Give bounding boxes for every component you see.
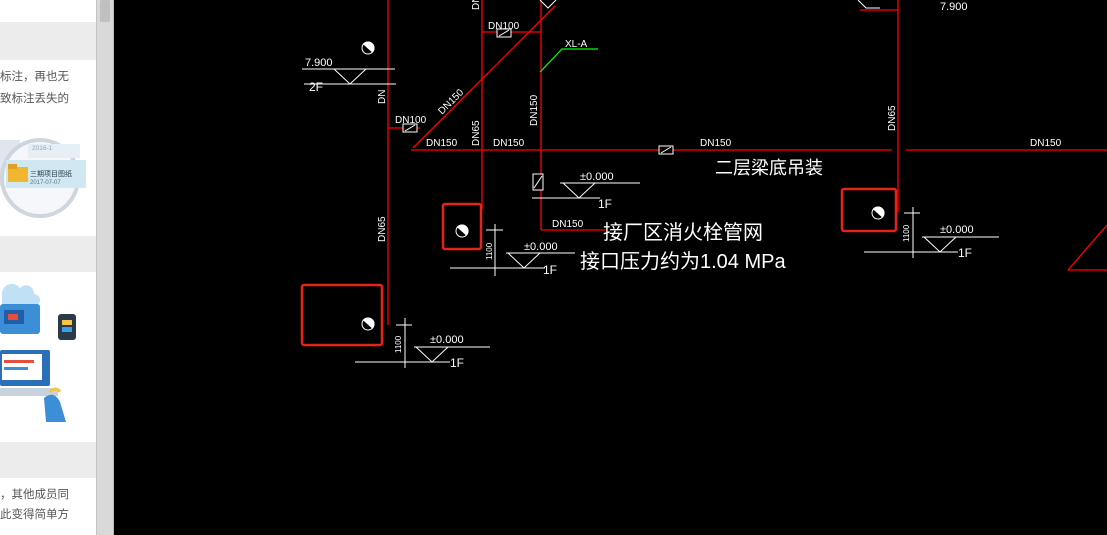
floor-label-1f-upper: 1F [598,197,612,211]
highlight-box-hydrant-a [441,202,483,251]
cloud-devices-illustration [0,284,76,422]
height-label-a: 1100 [485,242,494,260]
elevation-2f-value: 7.900 [305,57,333,69]
pipe-label-dn65-right: DN65 [887,105,898,131]
elevation-marks [302,68,999,368]
pipe-label-dn100-mid: DN100 [395,115,427,126]
article-card-top [0,0,96,22]
pipe-network [387,0,1107,325]
pipe-label-dn-top: DN [471,0,482,10]
article-text-line: 标注，再也无 [0,69,69,83]
article-card-1[interactable]: 标注，再也无 致标注丢失的 2016-1 三期项目图纸 2017-07-07 [0,60,96,236]
thumbnail-date: 2016-1 [32,145,53,152]
elevation-zero-upper: ±0.000 [580,171,614,183]
pressure-note: 接口压力约为1.04 MPa [580,250,786,273]
thumbnail-title: 三期项目图纸 [30,169,72,178]
hydrant-icon [361,41,375,55]
panel-scrollbar[interactable] [96,0,114,535]
pipe-label-dn65-vertical: DN65 [471,120,482,146]
article-text-line: 致标注丢失的 [0,91,69,105]
pipe-label-dn150-vertical: DN150 [529,94,540,126]
elevation-zero-b: ±0.000 [430,334,464,346]
article-card-3[interactable]: ，其他成员同 此变得简单方 [0,478,96,535]
magnified-thumbnail: 2016-1 三期项目图纸 2017-07-07 [0,138,86,218]
hydrant-icon [361,317,375,331]
drawing-annotations: 7.900 2F 7.900 XL-A DN100 DN100 DN150 DN… [305,0,1062,370]
article-text-line: ，其他成员同 [0,487,69,501]
article-card-2[interactable] [0,272,96,442]
pipe-fittings [402,0,880,191]
height-label-b: 1100 [394,335,403,353]
elevation-zero-c: ±0.000 [940,224,974,236]
xl-a-leader [539,48,598,73]
floor-label-2f: 2F [309,80,323,94]
highlight-box-hydrant-c [840,187,898,233]
hydrant-network-note: 接厂区消火栓管网 [603,221,763,244]
article-text-line: 此变得简单方 [0,507,69,521]
pipe-label-dn150-far: DN150 [1030,138,1062,149]
floor-label-1f-a: 1F [543,263,557,277]
highlight-boxes [300,187,898,347]
pipe-label-dn150-b: DN150 [493,138,525,149]
riser-label-xl-a: XL-A [565,39,588,50]
hydrant-symbols [361,41,885,331]
pipe-label-dn65-left: DN65 [377,216,388,242]
highlight-box-hydrant-b [300,283,384,347]
thumbnail-date: 2017-07-07 [30,180,61,186]
pipe-label-dn100-top: DN100 [488,21,520,32]
pipe-label-dn150-a: DN150 [426,138,458,149]
floor-label-1f-b: 1F [450,356,464,370]
pipe-label-dn150-c: DN150 [700,138,732,149]
floor-label-1f-c: 1F [958,246,972,260]
elevation-zero-a: ±0.000 [524,241,558,253]
scrollbar-thumb[interactable] [100,0,110,22]
pipe-label-dn150-diagonal: DN150 [436,87,466,117]
elevation-top-right-value: 7.900 [940,1,968,13]
left-article-panel: 标注，再也无 致标注丢失的 2016-1 三期项目图纸 2017-07-07 [0,0,96,535]
cad-drawing-canvas[interactable]: 7.900 2F 7.900 XL-A DN100 DN100 DN150 DN… [114,0,1107,535]
hydrant-icon [455,224,469,238]
cloud-icon [2,284,40,306]
beam-installation-note: 二层梁底吊装 [715,158,823,178]
height-label-c: 1100 [902,224,911,242]
hydrant-icon [871,206,885,220]
pipe-label-dn150-bottom: DN150 [552,219,584,230]
folder-icon [8,164,28,182]
pipe-label-dn100-vertical: DN [377,90,388,104]
